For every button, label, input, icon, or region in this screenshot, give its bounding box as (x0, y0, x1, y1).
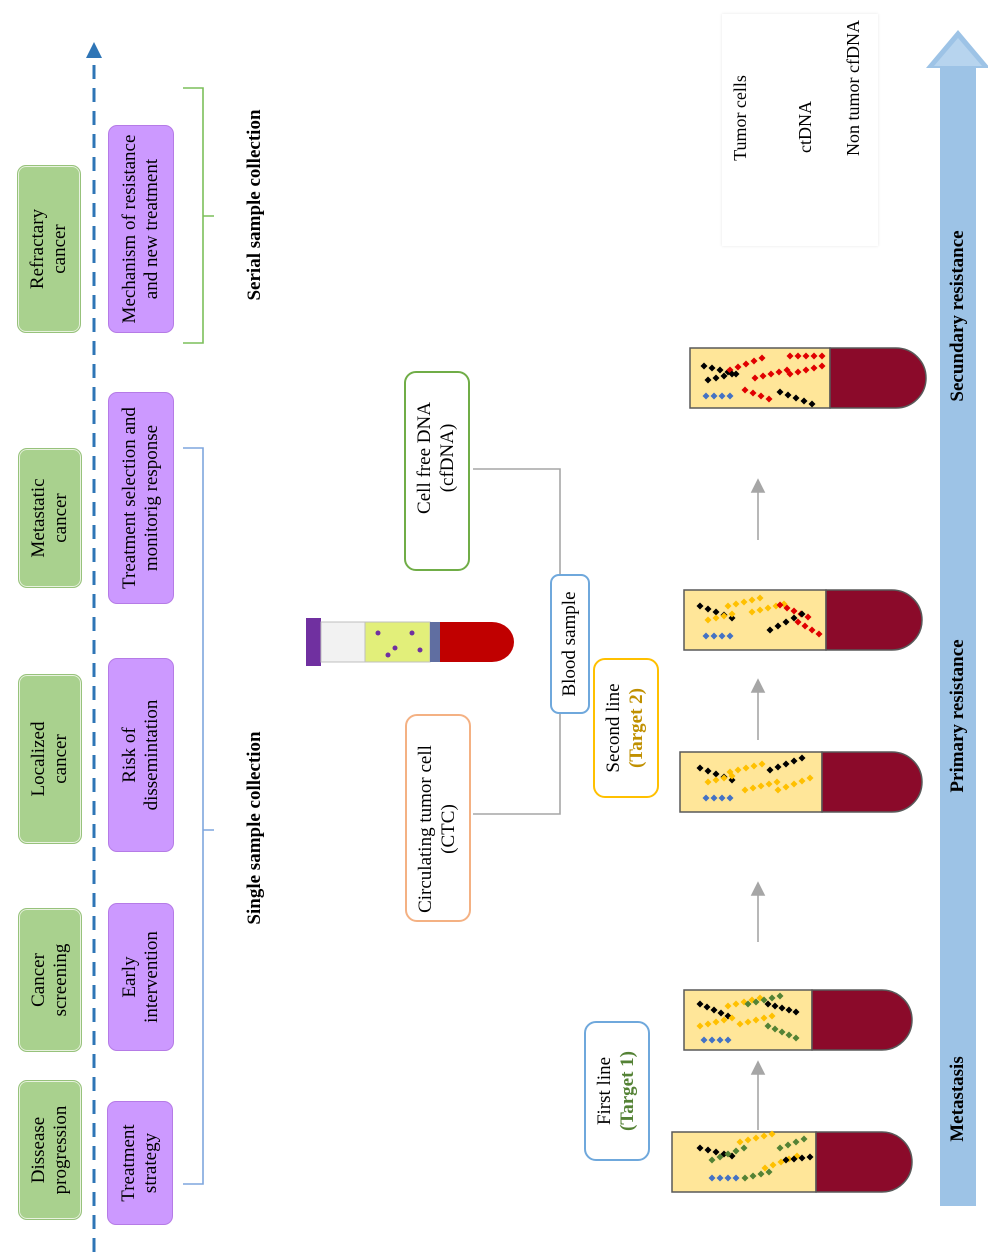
cfdna-line1: Cell free DNA (414, 402, 436, 514)
strategy-label: Treatment selection and monitorig respon… (119, 407, 162, 589)
stage-label: Cancer screening (28, 943, 71, 1017)
sample-tube (679, 751, 923, 813)
sample-tube (683, 589, 923, 651)
first-line-label: First line (594, 1056, 616, 1126)
single-sample-collection-label: Single sample collection (244, 731, 266, 925)
first-line-box: First line (Target 1) (584, 1021, 650, 1161)
first-line-target: (Target 1) (617, 1050, 638, 1132)
strategy-label: Treatment strategy (118, 1124, 161, 1202)
ctc-line2: (CTC) (438, 804, 459, 854)
axis-label-primary-resistance: Primary resistance (947, 639, 969, 793)
stage-label: Refractary cancer (27, 208, 70, 290)
second-line-text: Second line (Target 2) (603, 683, 649, 772)
ctc-text: Circulating tumor cell (CTC) (415, 745, 461, 913)
ctc-line1: Circulating tumor cell (415, 745, 437, 913)
progress-arrows (750, 478, 766, 1130)
timeline-arrowhead (86, 42, 102, 58)
serial-sample-collection-label: Serial sample collection (244, 109, 266, 301)
single-sample-brace (183, 447, 214, 1185)
second-line-box: Second line (Target 2) (593, 658, 659, 798)
cfdna-connector (473, 468, 561, 575)
cfdna-box: Cell free DNA (cfDNA) (404, 371, 470, 571)
sample-tube (671, 1130, 913, 1193)
sample-tube (689, 347, 927, 409)
resistance-axis-arrow (926, 30, 988, 1206)
stage-disease-progression: Dissease progression (18, 1080, 82, 1220)
ctc-box: Circulating tumor cell (CTC) (405, 714, 471, 922)
blood-collection-tube (306, 618, 514, 666)
strategy-label: Risk of dissemintation (119, 699, 162, 811)
stage-label: Dissease progression (28, 1105, 71, 1195)
axis-label-metastasis: Metastasis (947, 1056, 969, 1142)
strategy-treatment-strategy: Treatment strategy (107, 1101, 173, 1225)
stage-refractary-cancer: Refractary cancer (17, 165, 81, 333)
ctc-connector (473, 714, 561, 815)
cfdna-text: Cell free DNA (cfDNA) (414, 402, 460, 514)
stage-localized-cancer: Localized cancer (18, 674, 82, 844)
cfdna-line2: (cfDNA) (437, 423, 458, 493)
strategy-risk-of-dissemination: Risk of dissemintation (108, 658, 174, 852)
blood-sample-label: Blood sample (559, 591, 581, 697)
strategy-treatment-selection: Treatment selection and monitorig respon… (108, 392, 174, 604)
stage-label: Metastatic cancer (28, 478, 71, 558)
strategy-mechanism-of-resistance: Mechanism of resistance and new treatmen… (108, 125, 174, 333)
first-line-text: First line (Target 1) (594, 1051, 640, 1131)
stage-metastatic-cancer: Metastatic cancer (18, 448, 82, 588)
stage-label: Localized cancer (28, 721, 71, 797)
second-line-label: Second line (603, 683, 625, 773)
legend-tumor-cells-label: Tumor cells (729, 75, 750, 161)
strategy-label: Mechanism of resistance and new treatmen… (119, 134, 162, 324)
strategy-early-intervention: Early intervention (108, 903, 174, 1051)
sample-tube (683, 989, 913, 1051)
legend-panel (722, 14, 878, 246)
strategy-label: Early intervention (119, 931, 162, 1023)
blood-sample-box: Blood sample (550, 574, 590, 714)
serial-sample-brace (183, 87, 214, 344)
legend-ctdna-label: ctDNA (794, 101, 815, 153)
stage-cancer-screening: Cancer screening (18, 908, 82, 1052)
axis-label-secondary-resistance: Secundary resistance (947, 230, 969, 402)
second-line-target: (Target 2) (626, 687, 647, 769)
sample-tubes (671, 347, 927, 1193)
legend-non-tumor-label: Non tumor cfDNA (842, 20, 863, 156)
